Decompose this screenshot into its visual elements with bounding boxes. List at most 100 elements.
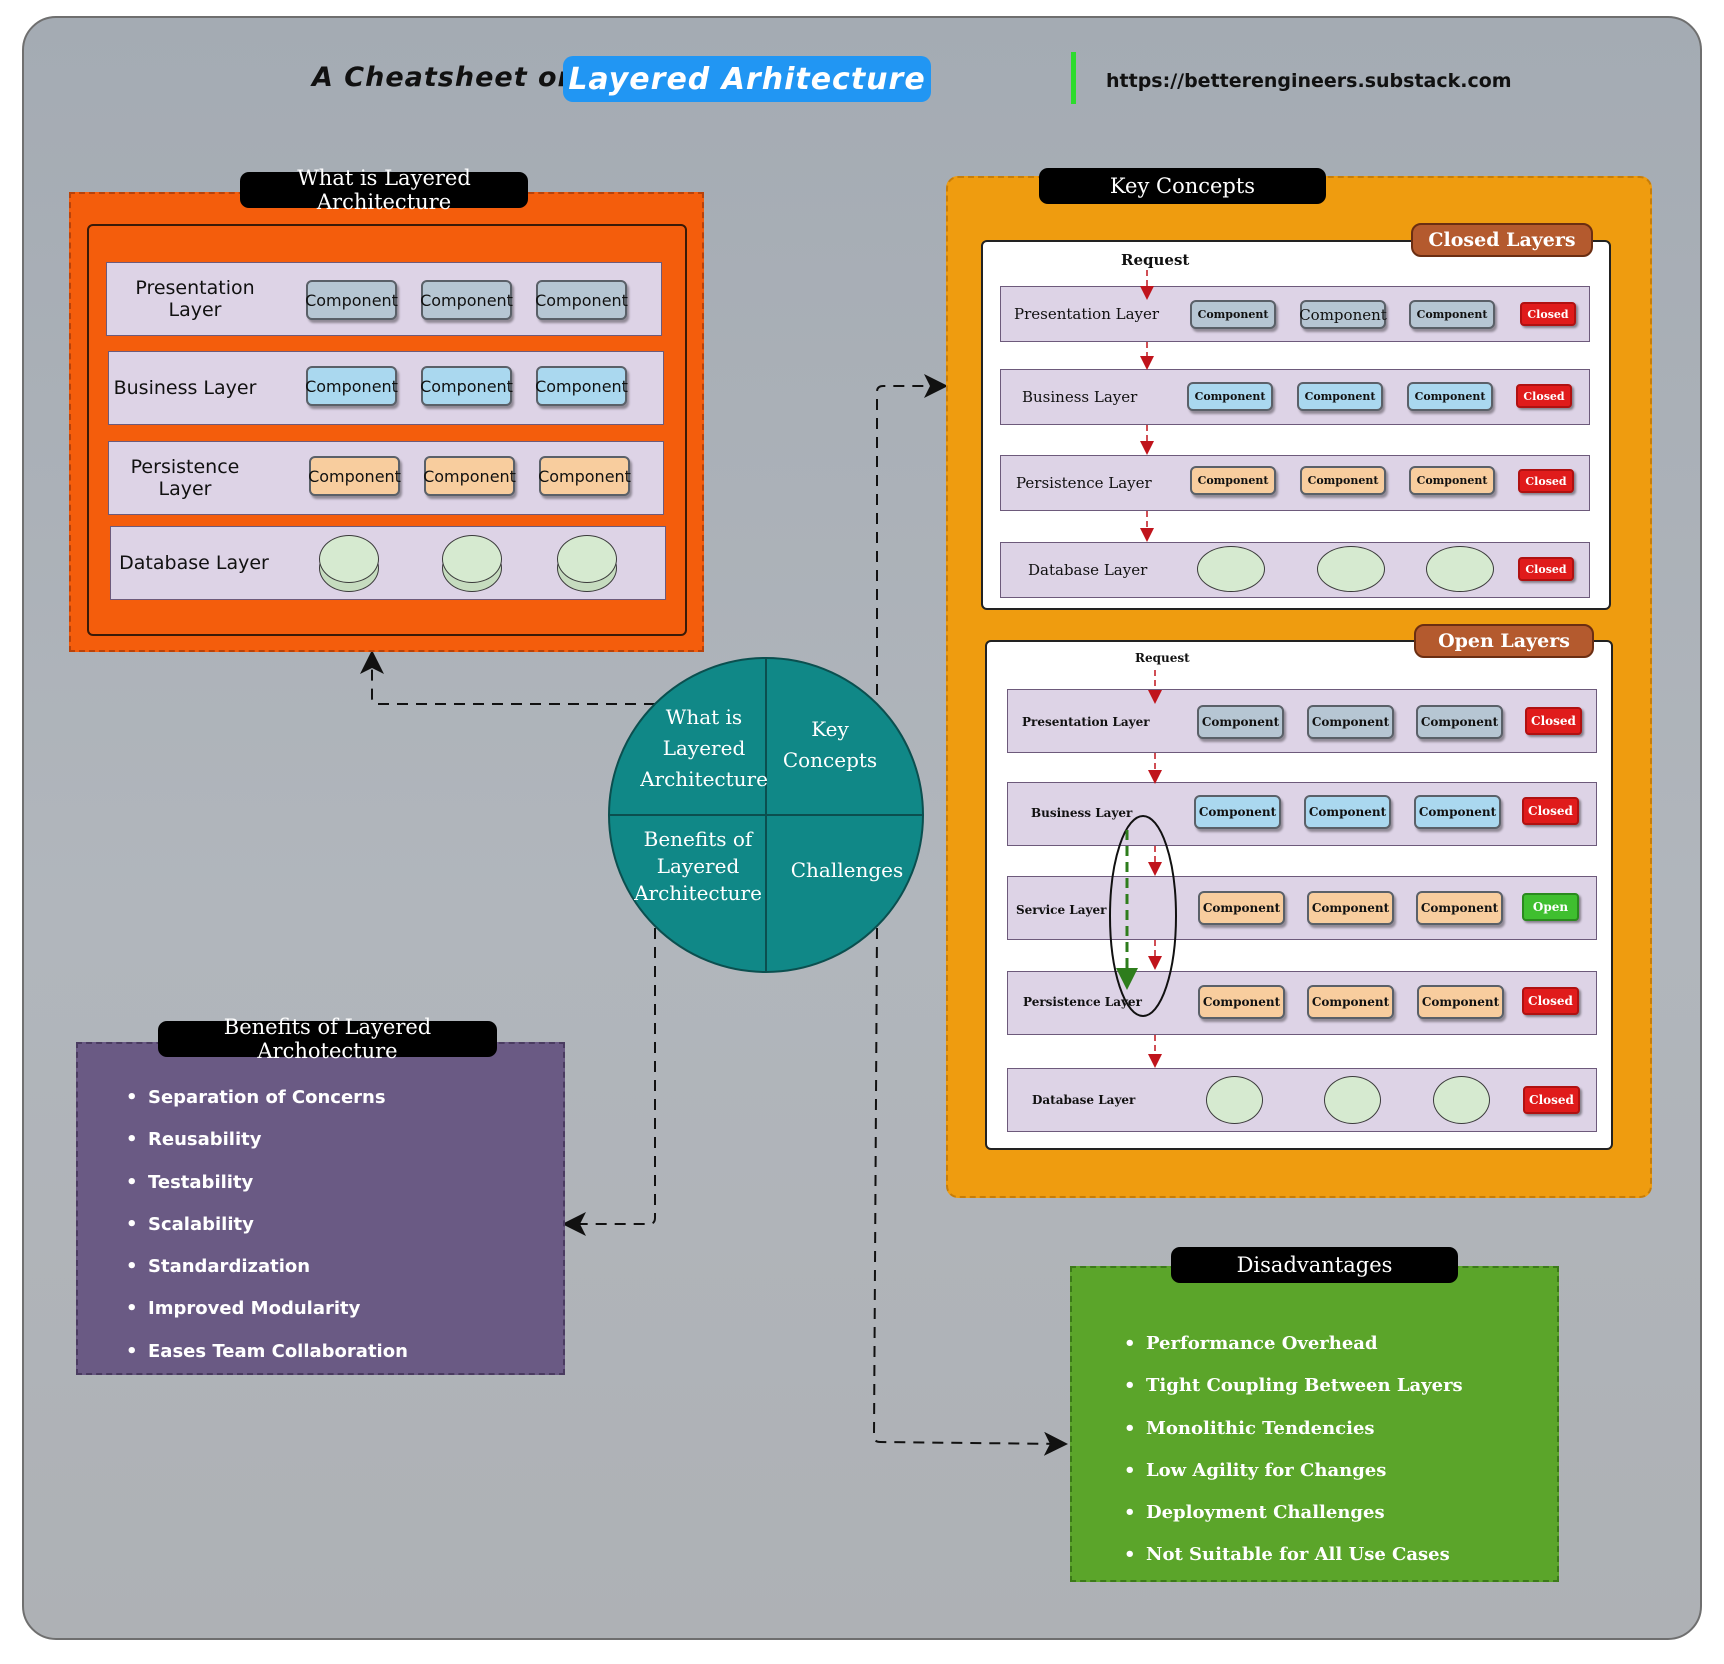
benefit-item: Standardization bbox=[126, 1246, 556, 1289]
component: Component bbox=[423, 456, 516, 496]
closed-badge: Closed bbox=[1523, 1086, 1580, 1114]
database-icon-top bbox=[319, 535, 379, 583]
component: Component bbox=[535, 366, 628, 406]
what-is-persistence-label: Persistence Layer bbox=[130, 456, 240, 500]
header-url[interactable]: https://betterengineers.substack.com bbox=[1106, 70, 1512, 92]
component: Component bbox=[1190, 466, 1276, 495]
disadvantages-title-text: Disadvantages bbox=[1236, 1253, 1393, 1277]
hub-challenges[interactable]: Challenges bbox=[790, 858, 904, 882]
open-database-label: Database Layer bbox=[1032, 1093, 1136, 1107]
what-is-presentation-label: Presentation Layer bbox=[135, 277, 255, 321]
component: Component bbox=[1190, 300, 1276, 329]
arrow-to-what-is bbox=[360, 650, 655, 705]
open-layers-title: Open Layers bbox=[1414, 624, 1594, 658]
hub-circle bbox=[608, 657, 924, 973]
closed-persistence-label: Persistence Layer bbox=[1016, 474, 1152, 492]
component: Component bbox=[305, 366, 398, 406]
open-request-label: Request bbox=[1135, 651, 1190, 665]
closed-badge: Closed bbox=[1518, 557, 1574, 581]
component: Component bbox=[1416, 891, 1503, 925]
database-icon bbox=[1426, 546, 1494, 592]
what-is-title: What is Layered Architecture bbox=[240, 166, 528, 214]
component: Component bbox=[1414, 795, 1501, 829]
arrow-to-key-concepts bbox=[876, 374, 948, 695]
benefit-item: Improved Modularity bbox=[126, 1288, 556, 1331]
open-presentation-label: Presentation Layer bbox=[1022, 715, 1150, 729]
disadvantages-title: Disadvantages bbox=[1171, 1247, 1458, 1283]
component: Component bbox=[1307, 891, 1394, 925]
closed-badge: Closed bbox=[1525, 707, 1582, 735]
database-icon bbox=[1324, 1076, 1381, 1124]
header-divider bbox=[1071, 52, 1076, 104]
disadvantage-item: Low Agility for Changes bbox=[1124, 1450, 1544, 1493]
database-icon-top bbox=[557, 535, 617, 583]
closed-presentation-label: Presentation Layer bbox=[1014, 305, 1160, 323]
arrow-to-benefits bbox=[562, 928, 656, 1236]
component: Component bbox=[305, 280, 398, 320]
benefits-list: Separation of Concerns Reusability Testa… bbox=[126, 1077, 556, 1373]
component: Component bbox=[1198, 985, 1285, 1019]
component: Component bbox=[1307, 705, 1394, 739]
open-layers-title-text: Open Layers bbox=[1438, 630, 1570, 652]
component: Component bbox=[1194, 795, 1281, 829]
benefits-title-text: Benefits of Layered Archotecture bbox=[223, 1015, 432, 1063]
header-title-pill: Layered Arhitecture bbox=[563, 56, 931, 102]
open-database-layer bbox=[1007, 1068, 1597, 1132]
closed-database-label: Database Layer bbox=[1028, 561, 1148, 579]
bypass-highlight-ellipse bbox=[1109, 815, 1177, 1017]
disadvantages-list: Performance Overhead Tight Coupling Betw… bbox=[1124, 1323, 1544, 1577]
what-is-database-label: Database Layer bbox=[119, 552, 269, 574]
arrow-to-disadvantages bbox=[872, 927, 1068, 1456]
database-icon bbox=[1206, 1076, 1263, 1124]
header-prefix: A Cheatsheet on bbox=[312, 62, 578, 93]
key-concepts-title: Key Concepts bbox=[1039, 168, 1326, 204]
component: Component bbox=[308, 456, 401, 496]
database-icon-top bbox=[442, 535, 502, 583]
what-is-inner-frame bbox=[87, 224, 687, 636]
component: Component bbox=[538, 456, 631, 496]
component: Component bbox=[1409, 300, 1495, 329]
benefit-item: Eases Team Collaboration bbox=[126, 1331, 556, 1374]
component: Component bbox=[1409, 466, 1495, 495]
open-business-label: Business Layer bbox=[1031, 806, 1133, 820]
header-title: Layered Arhitecture bbox=[568, 61, 926, 97]
component: Component bbox=[1304, 795, 1391, 829]
benefit-item: Reusability bbox=[126, 1119, 556, 1162]
disadvantage-item: Deployment Challenges bbox=[1124, 1492, 1544, 1535]
component: Component bbox=[1299, 300, 1387, 329]
database-icon bbox=[1317, 546, 1385, 592]
disadvantage-item: Performance Overhead bbox=[1124, 1323, 1544, 1366]
benefit-item: Separation of Concerns bbox=[126, 1077, 556, 1120]
component: Component bbox=[1416, 705, 1503, 739]
benefit-item: Scalability bbox=[126, 1204, 556, 1247]
hub-what-is[interactable]: What is Layered Architecture bbox=[640, 704, 768, 791]
key-concepts-title-text: Key Concepts bbox=[1109, 174, 1256, 198]
benefit-item: Testability bbox=[126, 1162, 556, 1205]
closed-layers-title: Closed Layers bbox=[1411, 223, 1593, 257]
hub-key-concepts[interactable]: Key Concepts bbox=[782, 717, 878, 772]
benefits-title: Benefits of Layered Archotecture bbox=[158, 1015, 497, 1063]
component: Component bbox=[420, 366, 513, 406]
closed-badge: Closed bbox=[1516, 384, 1572, 408]
component: Component bbox=[1197, 705, 1284, 739]
closed-badge: Closed bbox=[1520, 302, 1576, 326]
component: Component bbox=[1297, 382, 1383, 411]
what-is-business-label: Business Layer bbox=[113, 377, 257, 399]
hub-benefits[interactable]: Benefits of Layered Architecture bbox=[634, 826, 762, 905]
disadvantage-item: Not Suitable for All Use Cases bbox=[1124, 1534, 1544, 1577]
component: Component bbox=[1307, 985, 1394, 1019]
component: Component bbox=[420, 280, 513, 320]
component: Component bbox=[1417, 985, 1504, 1019]
disadvantage-item: Tight Coupling Between Layers bbox=[1124, 1365, 1544, 1408]
open-service-label: Service Layer bbox=[1016, 903, 1107, 917]
closed-request-label: Request bbox=[1121, 251, 1190, 269]
component: Component bbox=[535, 280, 628, 320]
closed-badge: Closed bbox=[1518, 469, 1574, 493]
closed-badge: Closed bbox=[1522, 987, 1579, 1015]
closed-business-label: Business Layer bbox=[1022, 388, 1138, 406]
component: Component bbox=[1407, 382, 1493, 411]
closed-badge: Closed bbox=[1522, 797, 1579, 825]
disadvantage-item: Monolithic Tendencies bbox=[1124, 1408, 1544, 1451]
